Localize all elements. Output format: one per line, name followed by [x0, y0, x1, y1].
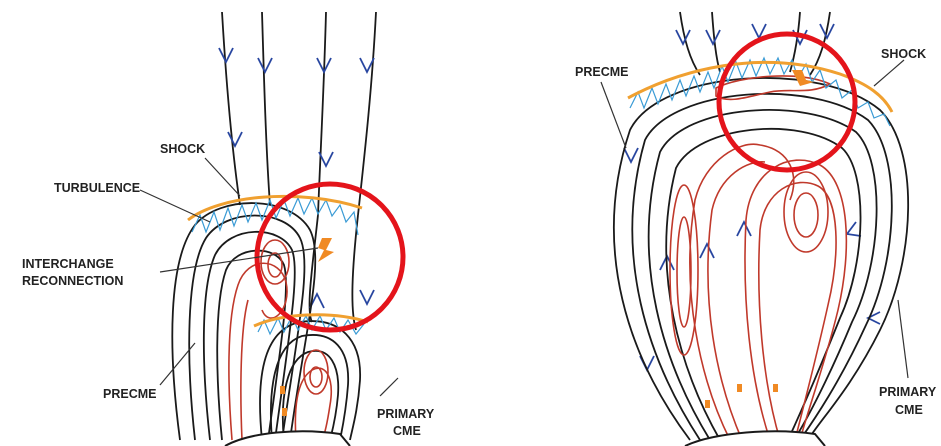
- right-precme-loops: [614, 78, 908, 440]
- right-primary-label-1: PRIMARY: [879, 385, 937, 399]
- left-interchange-label-1: INTERCHANGE: [22, 257, 114, 271]
- right-labels: PRECME SHOCK PRIMARY CME: [575, 47, 937, 417]
- right-flux-rope: [670, 76, 846, 440]
- left-turbulence-label: TURBULENCE: [54, 181, 140, 195]
- left-labels: SHOCK TURBULENCE INTERCHANGE RECONNECTIO…: [22, 142, 435, 438]
- right-shock-label: SHOCK: [881, 47, 926, 61]
- left-interchange-label-2: RECONNECTION: [22, 274, 123, 288]
- left-primary-label-1: PRIMARY: [377, 407, 435, 421]
- right-panel: PRECME SHOCK PRIMARY CME: [575, 12, 937, 446]
- left-primary-cme-loops: [260, 321, 360, 440]
- left-panel: SHOCK TURBULENCE INTERCHANGE RECONNECTIO…: [22, 12, 435, 446]
- left-precme-label: PRECME: [103, 387, 156, 401]
- right-precme-label: PRECME: [575, 65, 628, 79]
- left-open-field-lines: [222, 12, 376, 330]
- right-highlight-circle: [719, 34, 855, 170]
- left-field-arrows: [219, 48, 374, 308]
- left-primary-label-2: CME: [393, 424, 421, 438]
- left-shock-front: [188, 196, 368, 334]
- left-sun-limb: [225, 431, 350, 446]
- right-primary-label-2: CME: [895, 403, 923, 417]
- left-shock-label: SHOCK: [160, 142, 205, 156]
